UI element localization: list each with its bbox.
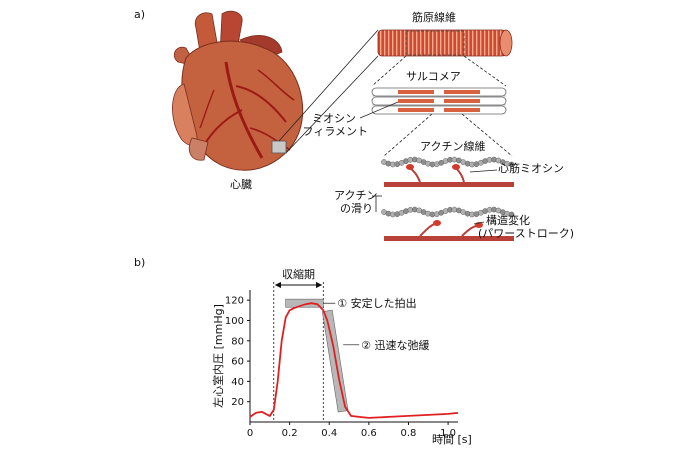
stable-ejection-box [285,298,324,308]
muscle-fiber-label: 筋原線維 [412,10,456,24]
conformation-label-1: 構造変化 [486,213,530,227]
actin-bead [508,211,515,218]
myosin-label-2: フィラメント [303,125,368,138]
systole-label: 収縮期 [282,267,315,281]
x-tick-label: 1.0 [440,428,456,439]
y-tick-label: 100 [225,316,244,327]
myofibril-bundle [377,29,513,57]
y-tick-label: 40 [231,377,244,388]
x-axis-label: 時間 [s] [432,433,472,446]
cardiac-myosin-pointer [469,169,498,173]
myosin-heads-top [384,164,514,187]
myosin-heads-bottom [384,220,514,241]
annotation-stable-ejection: ① 安定した拍出 [337,296,416,310]
cardiac-myosin-label: 心筋ミオシン [498,161,564,175]
annotation-rapid-relaxation: ② 迅速な弛緩 [361,338,429,352]
actin-filament-top [381,156,515,168]
x-tick-group: 0 0.2 0.4 0.6 0.8 1.0 [247,422,456,439]
zoom-line-fiber-right [463,55,507,87]
actin-slide-label-1: アクチン [334,189,377,202]
series-line-pressure [249,302,459,419]
zoom-connector-top [278,29,379,142]
heart-label: 心臓 [230,178,252,191]
panel-b-label: b) [134,256,145,269]
zoom-line-sarc-left [383,113,433,157]
panel-a-label: a) [134,8,145,21]
y-tick-group: 20 40 60 80 100 120 [225,296,250,408]
zoom-line-sarc-right [461,113,513,157]
actin-bead [508,161,515,168]
y-tick-label: 20 [231,397,244,408]
sarcomere-label: サルコメア [406,70,461,83]
y-tick-label: 80 [231,336,244,347]
tissue-sample-box [271,140,287,154]
x-tick-label: 0.2 [282,428,298,439]
sarcomere-diagram [371,87,507,115]
pressure-chart: 0 0.2 0.4 0.6 0.8 1.0 20 40 60 80 100 120 収縮期 ① 安定… [211,267,472,446]
myosin-label-1: ミオシン [312,112,356,125]
x-tick-label: 0.4 [321,428,337,439]
y-tick-label: 60 [231,357,244,368]
conformation-label-2: (パワーストローク) [478,227,574,240]
myosin-pointer [359,101,399,119]
actin-slide-label-2: の滑り [340,202,373,215]
actin-filament-bottom [381,206,515,218]
x-tick-label: 0.8 [401,428,417,439]
zoom-connector-bottom [285,55,379,154]
zoom-line-fiber-left [371,55,407,87]
x-tick-label: 0 [247,428,253,439]
conformation-pointer [473,221,485,225]
y-axis-label: 左心室内圧 [mmHg] [211,304,225,408]
y-tick-label: 120 [225,296,244,307]
actin-filament-label: アクチン線維 [420,139,485,153]
x-tick-label: 0.6 [361,428,377,439]
heart-illustration [172,10,304,171]
